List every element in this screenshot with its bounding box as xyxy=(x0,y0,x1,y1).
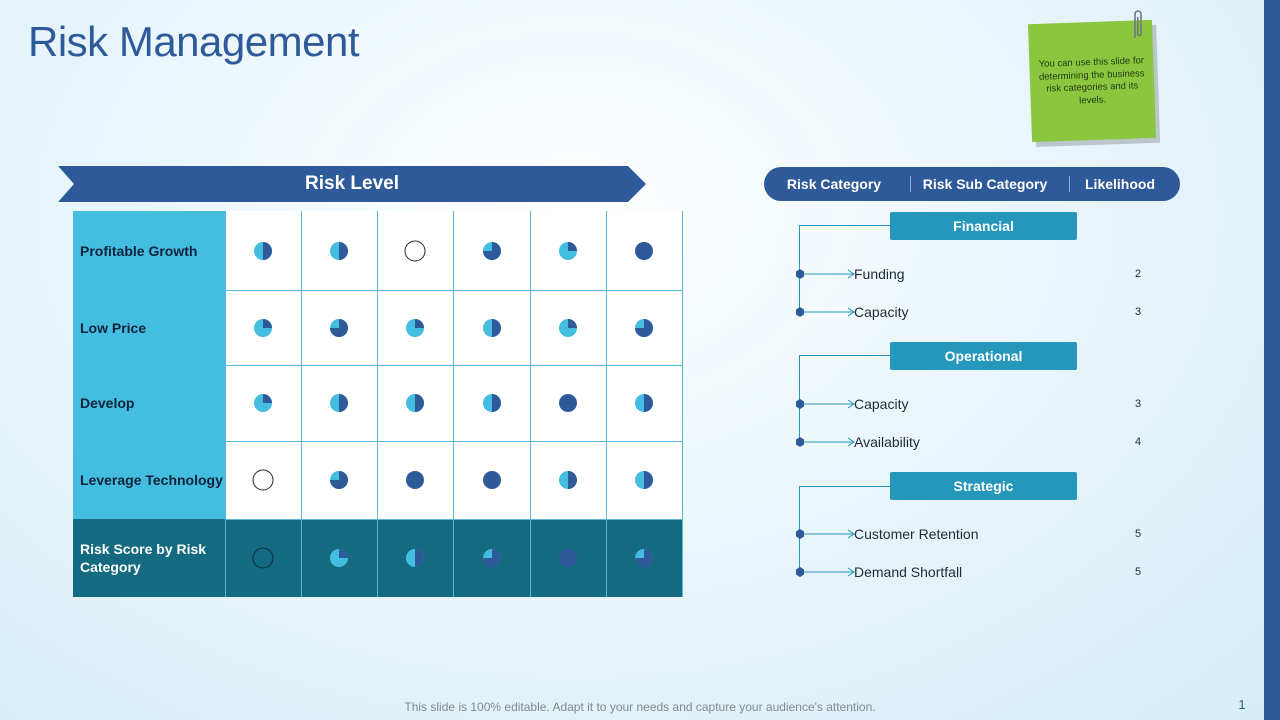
sub-category-capacity: Capacity xyxy=(854,396,909,412)
risk-level-pie-icon xyxy=(556,316,580,340)
risk-level-banner: Risk Level xyxy=(58,166,646,202)
risk-level-pie-icon xyxy=(251,546,275,570)
sticky-note-text: You can use this slide for determining t… xyxy=(1038,55,1145,106)
likelihood-value: 3 xyxy=(1134,398,1142,410)
header-divider xyxy=(910,176,911,192)
risk-level-pie-icon xyxy=(327,468,351,492)
risk-level-pie-icon xyxy=(327,239,351,263)
likelihood-value: 2 xyxy=(1134,268,1142,280)
risk-level-pie-icon xyxy=(480,391,504,415)
risk-level-pie-icon xyxy=(327,546,351,570)
arrow-icon xyxy=(796,307,855,317)
risk-level-pie-icon xyxy=(251,391,275,415)
grid-column-line xyxy=(606,211,607,597)
grid-column-line xyxy=(530,211,531,597)
operational-bracket xyxy=(799,355,890,443)
category-operational: Operational xyxy=(890,342,1077,370)
risk-level-pie-icon xyxy=(556,391,580,415)
grid-column-line xyxy=(377,211,378,597)
risk-level-pie-icon xyxy=(251,468,275,492)
sub-category-availability: Availability xyxy=(854,434,920,450)
risk-level-pie-icon xyxy=(403,546,427,570)
risk-level-pie-icon xyxy=(480,546,504,570)
right-accent-bar xyxy=(1264,0,1280,720)
risk-level-pie-icon xyxy=(327,316,351,340)
risk-level-pie-icon xyxy=(403,239,427,263)
risk-level-pie-icon xyxy=(480,239,504,263)
header-divider xyxy=(1069,176,1070,192)
slide-title: Risk Management xyxy=(28,18,359,65)
risk-level-pie-icon xyxy=(327,391,351,415)
risk-level-pie-icon xyxy=(632,316,656,340)
page-number: 1 xyxy=(1238,697,1246,712)
risk-level-pie-icon xyxy=(480,316,504,340)
sub-category-capacity: Capacity xyxy=(854,304,909,320)
grid-row-line xyxy=(225,519,682,520)
likelihood-value: 4 xyxy=(1134,436,1142,448)
sub-category-funding: Funding xyxy=(854,266,905,282)
likelihood-value: 5 xyxy=(1134,566,1142,578)
risk-level-pie-icon xyxy=(403,468,427,492)
likelihood-value: 5 xyxy=(1134,528,1142,540)
category-financial: Financial xyxy=(890,212,1077,240)
risk-row-label: Develop xyxy=(73,365,225,441)
risk-level-pie-icon xyxy=(251,239,275,263)
arrow-icon xyxy=(796,269,855,279)
risk-level-title: Risk Level xyxy=(305,173,399,194)
risk-level-pie-icon xyxy=(403,316,427,340)
risk-level-pie-icon xyxy=(632,546,656,570)
risk-row-label: Low Price xyxy=(73,290,225,365)
arrow-icon xyxy=(796,437,855,447)
grid-column-line xyxy=(682,211,683,597)
risk-level-pie-icon xyxy=(556,546,580,570)
risk-level-pie-icon xyxy=(556,239,580,263)
risk-level-pie-icon xyxy=(251,316,275,340)
header-risk-sub-category: Risk Sub Category xyxy=(922,176,1048,192)
risk-level-pie-icon xyxy=(480,468,504,492)
arrow-icon xyxy=(796,529,855,539)
risk-level-pie-icon xyxy=(632,239,656,263)
grid-column-line xyxy=(453,211,454,597)
header-risk-category: Risk Category xyxy=(786,176,882,192)
sub-category-customer-retention: Customer Retention xyxy=(854,526,979,542)
grid-row-line xyxy=(225,365,682,366)
risk-level-pie-icon xyxy=(556,468,580,492)
risk-row-label: Profitable Growth xyxy=(73,211,225,290)
risk-row-label: Leverage Technology xyxy=(73,441,225,519)
arrow-icon xyxy=(796,399,855,409)
grid-column-line xyxy=(225,211,226,597)
risk-category-header: Risk Category Risk Sub Category Likeliho… xyxy=(764,167,1180,201)
likelihood-value: 3 xyxy=(1134,306,1142,318)
footer-caption: This slide is 100% editable. Adapt it to… xyxy=(404,700,876,714)
arrow-icon xyxy=(796,567,855,577)
grid-row-line xyxy=(225,290,682,291)
grid-row-line xyxy=(225,441,682,442)
sub-category-demand-shortfall: Demand Shortfall xyxy=(854,564,963,580)
risk-level-pie-icon xyxy=(632,468,656,492)
paperclip-icon xyxy=(1134,10,1142,38)
header-likelihood: Likelihood xyxy=(1085,176,1155,192)
category-strategic: Strategic xyxy=(890,472,1077,500)
financial-bracket xyxy=(799,225,890,313)
risk-level-pie-icon xyxy=(403,391,427,415)
grid-column-line xyxy=(301,211,302,597)
risk-score-label: Risk Score by Risk Category xyxy=(73,519,225,597)
risk-level-pie-icon xyxy=(632,391,656,415)
